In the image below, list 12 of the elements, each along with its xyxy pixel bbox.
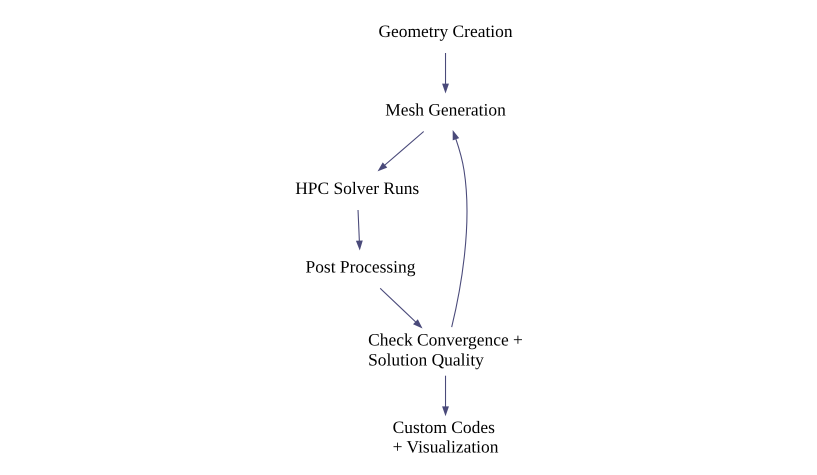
- arrow: [379, 287, 422, 328]
- arrow: [377, 130, 424, 171]
- node-text: Post Processing: [305, 256, 415, 276]
- node-text: Custom Codes + Visualization: [392, 416, 498, 456]
- arrow: [450, 129, 468, 327]
- node-text: Check Convergence + Solution Quality: [368, 329, 522, 369]
- node-text: Geometry Creation: [378, 20, 512, 41]
- arrow: [442, 52, 448, 93]
- node-text: Mesh Generation: [384, 99, 506, 120]
- node-text: HPC Solver Runs: [294, 178, 419, 198]
- arrow: [442, 375, 448, 416]
- arrow: [355, 209, 362, 250]
